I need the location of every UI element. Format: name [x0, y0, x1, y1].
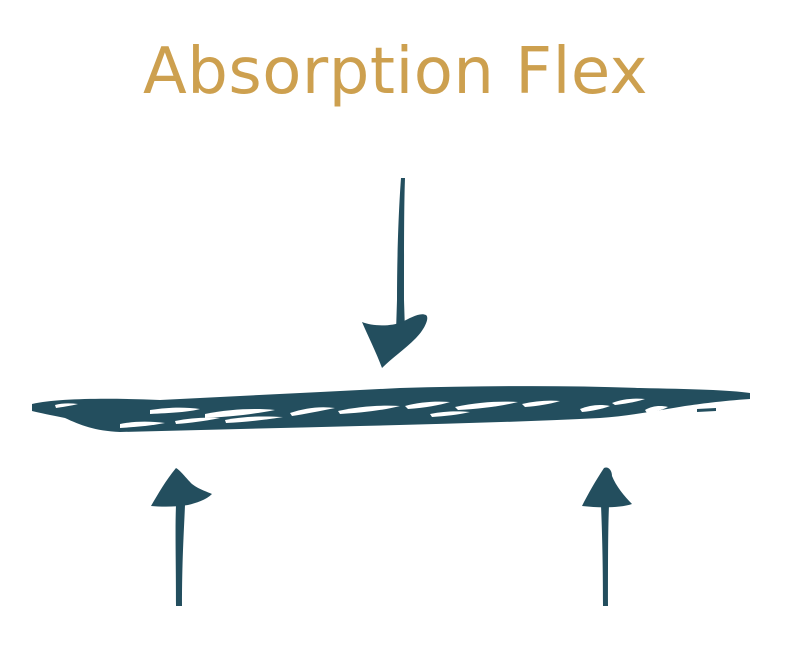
arrow-up-icon: [151, 468, 212, 606]
diagram-title: Absorption Flex: [143, 35, 648, 109]
board-icon: [32, 386, 750, 432]
arrow-down-icon: [362, 178, 428, 368]
arrow-up-icon: [582, 467, 632, 606]
